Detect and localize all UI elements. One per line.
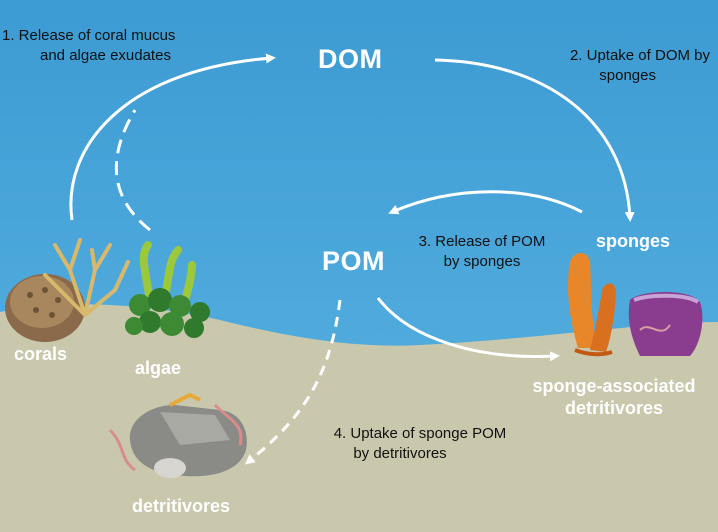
sponge-icon [567,253,703,357]
arrow-release-exudates [69,53,276,221]
step1-text-line1: 1. Release of coral mucus [2,27,176,44]
step4-text-line1: 4. Uptake of sponge POM [333,425,507,442]
algae-icon [125,241,210,338]
step2-text-line1: 2. Uptake of DOM by [569,47,710,64]
pom-label: POM [322,246,386,276]
arrow-dom-to-sponges [434,58,635,222]
sponge-detritivores-label-line2: detritivores [564,398,664,418]
step2-text-line2: sponges [599,67,656,84]
step3-text-line1: 3. Release of POM [418,233,546,250]
detritivore-rock-icon [108,392,247,478]
arrow-algae-exudates-dashed [114,109,151,232]
step3-text-line2: by sponges [443,253,521,270]
branching-coral-icon [43,238,130,317]
detritivores-label: detritivores [132,496,231,516]
algae-label: algae [135,358,182,378]
corals-label: corals [14,344,68,364]
arrow-sponges-to-pom [388,190,583,215]
dom-label: DOM [318,44,383,74]
arrow-pom-to-sponge-detritivores [376,297,560,362]
step1-text-line2: and algae exudates [40,47,171,64]
sponge-detritivores-label-line1: sponge-associated [532,376,696,396]
step4-text-line2: by detritivores [353,445,447,462]
sponges-label: sponges [596,231,671,251]
